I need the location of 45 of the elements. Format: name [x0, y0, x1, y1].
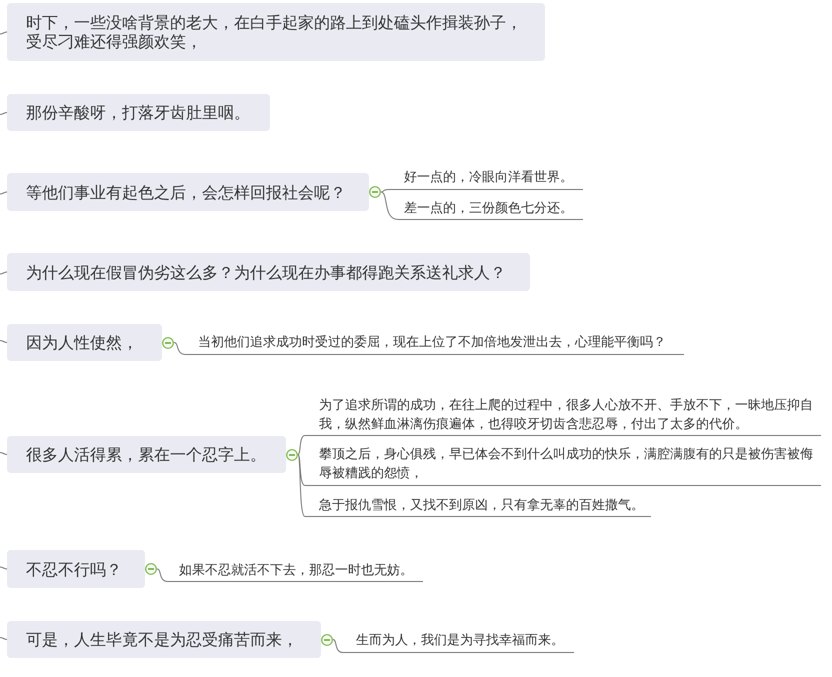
subtopic-text: 为了追求所谓的成功，在往上爬的过程中，很多人心放不开、手放不下，一昧地压抑自我，纵然鲜血淋漓伤痕遍体，也得咬牙切齿含悲忍辱，付出了太多的代价。: [319, 397, 814, 434]
underlined-subtopic: [168, 561, 423, 582]
connector-line: [0, 566, 8, 570]
connector-line: [0, 637, 8, 640]
subtopic-text: 如果不忍就活不下去，那忍一时也无妨。: [179, 562, 414, 580]
subtopic-text: 差一点的，三份颜色七分还。: [404, 200, 574, 218]
underlined-subtopic: [186, 333, 684, 355]
connector-line: [0, 32, 8, 34]
connector-line: [0, 272, 8, 274]
topic-text: 很多人活得累，累在一个忍字上。: [26, 445, 266, 464]
topic-text: 等他们事业有起色之后，会怎样回报社会呢？: [26, 182, 346, 202]
connector-line: [0, 340, 8, 343]
connector-line: [298, 435, 306, 455]
subtopic-text: 急于报仇雪恨，又找不到原凶，只有拿无辜的百姓撒气。: [319, 497, 645, 515]
connector-line: [332, 639, 344, 653]
underlined-subtopic: [343, 631, 574, 653]
topic-text: 不忍不行吗？: [26, 560, 122, 578]
topic-text: 可是，人生毕竟不是为忍受痛苦而来，: [26, 630, 298, 649]
connector-line: [0, 192, 8, 194]
connector-line: [0, 112, 8, 115]
topic-box: [7, 173, 369, 211]
topic-box: [7, 94, 270, 131]
subtopic-text: 攀顶之后，身心俱残，早已体会不到什么叫成功的快乐，满腔满腹有的只是被伤害被侮辱被糟践的怨愤，: [319, 446, 814, 483]
connector-line: [298, 454, 306, 486]
connector-line: [174, 342, 186, 355]
connector-line: [298, 454, 306, 517]
subtopic-text: 好一点的，冷眼向洋看世界。: [404, 169, 574, 187]
topic-text: 时下，一些没啥背景的老大，在白手起家的路上到处磕头作揖装孙子，受尽刁难还得强颜欢笑，: [26, 13, 523, 51]
topic-box: [7, 436, 286, 473]
topic-box: [7, 3, 545, 61]
subtopic-text: 生而为人，我们是为寻找幸福而来。: [356, 632, 565, 650]
topic-text: 那份辛酸呀，打落牙齿肚里咽。: [26, 103, 250, 122]
topic-text: 因为人性使然，: [26, 333, 138, 352]
underlined-subtopic: [389, 168, 583, 190]
topic-box: [7, 621, 321, 658]
connector-line: [380, 192, 398, 220]
subtopic-text: 当初他们追求成功时受过的委屈，现在上位了不加倍地发泄出去，心理能平衡吗？: [198, 334, 667, 352]
connector-line: [0, 452, 8, 455]
topic-box: [7, 550, 145, 588]
underlined-subtopic: [398, 199, 583, 220]
topic-box: [7, 324, 162, 361]
topic-box: [7, 253, 530, 291]
underlined-subtopic: [305, 496, 651, 517]
connector-line: [156, 568, 168, 582]
topic-text: 为什么现在假冒伪劣这么多？为什么现在办事都得跑关系送礼求人？: [26, 262, 506, 282]
